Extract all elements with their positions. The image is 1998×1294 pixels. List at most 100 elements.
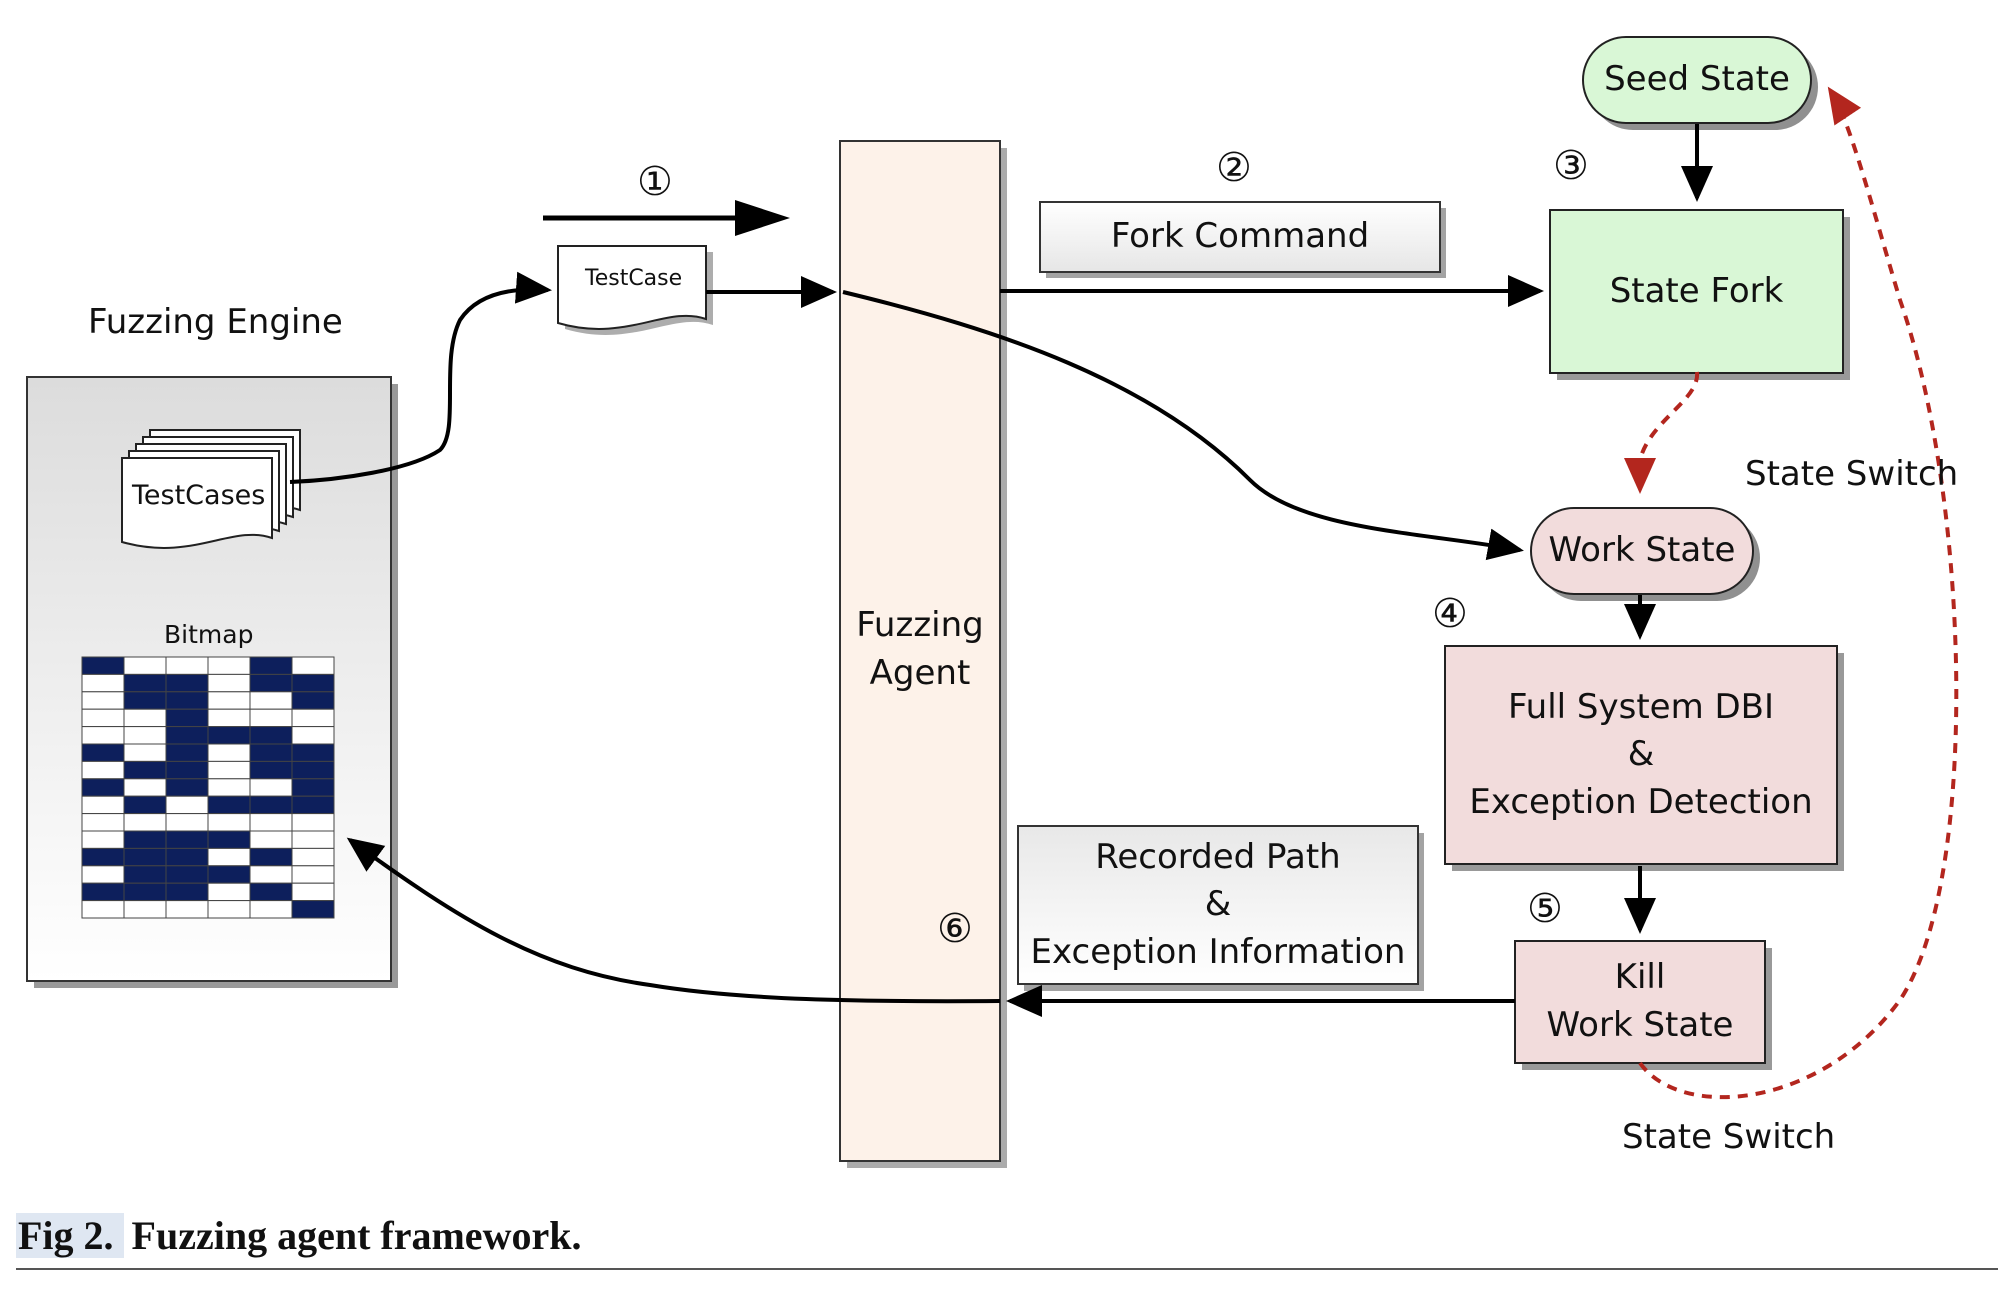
fuzzing-engine-label: Fuzzing Engine [88, 302, 343, 342]
recorded-line2: & [1204, 884, 1232, 925]
bitmap-cell [207, 865, 251, 884]
bitmap-cell [123, 847, 167, 867]
bitmap-cell [207, 900, 251, 919]
bitmap-cell [123, 865, 167, 884]
fork-command-box [1039, 201, 1446, 278]
bitmap-label: Bitmap [164, 620, 254, 649]
fork-command-label: Fork Command [1110, 216, 1370, 257]
bitmap-cell [207, 760, 251, 780]
bitmap-cell [123, 673, 167, 693]
bitmap-cell [249, 795, 293, 815]
bitmap-cell [81, 691, 125, 710]
testcases-stack-icon [121, 429, 301, 549]
bitmap-cell [249, 847, 293, 867]
bitmap-cell [291, 743, 335, 762]
bitmap-cell [81, 673, 125, 693]
step-3-marker: ③ [1553, 143, 1589, 189]
bitmap-cell [81, 708, 125, 728]
bitmap-cell [81, 830, 125, 849]
bitmap-cell [207, 691, 251, 710]
bitmap-cell [207, 708, 251, 728]
seed-state-node [1582, 36, 1818, 130]
bitmap-cell [249, 673, 293, 693]
state-fork-label: State Fork [1609, 270, 1784, 311]
bitmap-cell [123, 882, 167, 902]
dbi-line2: & [1627, 734, 1655, 775]
figure-caption: Fig 2.Fuzzing agent framework. [16, 1212, 581, 1259]
bitmap-cell [123, 656, 167, 675]
state-switch-arrows [1624, 86, 1959, 1100]
testcases-label: TestCases [132, 480, 266, 511]
state-fork-node [1549, 209, 1850, 380]
dbi-line3: Exception Detection [1469, 781, 1813, 822]
fork-to-work-state-dashed-arrow [1624, 371, 1700, 494]
bitmap-cell [207, 847, 251, 867]
bitmap-cell [207, 656, 251, 675]
bitmap-cell [123, 691, 167, 710]
recorded-path-label: Recorded Path & Exception Information [1018, 826, 1418, 984]
bitmap-cell [207, 795, 251, 815]
bitmap-cell [123, 813, 167, 832]
kill-line1: Kill [1614, 957, 1666, 998]
figure-title: Fuzzing agent framework. [131, 1213, 582, 1258]
bitmap-cell [165, 847, 209, 867]
bitmap-cell [207, 830, 251, 849]
dbi-label: Full System DBI & Exception Detection [1445, 646, 1837, 864]
bitmap-cell [165, 691, 209, 710]
bitmap-cell [81, 882, 125, 902]
step-6-marker: ⑥ [937, 906, 973, 952]
bitmap-cell [165, 813, 209, 832]
bitmap-cell [165, 865, 209, 884]
bitmap-cell [207, 882, 251, 902]
bitmap-cell [291, 813, 335, 832]
bitmap-cell [291, 830, 335, 849]
dbi-node [1444, 645, 1844, 871]
fuzzing-agent-label: Fuzzing Agent [840, 600, 1000, 700]
state-switch-top-label: State Switch [1745, 454, 1959, 494]
bitmap-cell [291, 673, 335, 693]
bitmap-cell [207, 673, 251, 693]
fuzzing-agent-line1: Fuzzing [856, 605, 984, 646]
bitmap-grid [81, 656, 335, 919]
kill-work-state-label: Kill Work State [1515, 941, 1765, 1063]
bitmap-cell [165, 673, 209, 693]
bitmap-cell [123, 726, 167, 745]
testcase-document-icon [557, 245, 713, 335]
bitmap-cell [81, 900, 125, 919]
bitmap-cell [291, 882, 335, 902]
kill-line2: Work State [1546, 1005, 1734, 1045]
recorded-line3: Exception Information [1030, 931, 1406, 972]
bitmap-cell [165, 830, 209, 849]
step-5-marker: ⑤ [1527, 886, 1563, 932]
bitmap-cell [165, 708, 209, 728]
fuzzing-agent-column [839, 140, 1007, 1168]
recorded-line1: Recorded Path [1095, 836, 1341, 877]
bitmap-cell [165, 656, 209, 675]
bitmap-cell [291, 726, 335, 745]
bitmap-cell [249, 778, 293, 797]
kill-to-seed-dashed-arrow [1638, 86, 1959, 1100]
bitmap-cell [249, 900, 293, 919]
bitmap-cell [81, 847, 125, 867]
bitmap-cell [291, 900, 335, 919]
fuzzing-agent-line2: Agent [869, 653, 971, 693]
state-switch-bottom-label: State Switch [1622, 1117, 1836, 1157]
bitmap-cell [249, 830, 293, 849]
bitmap-cell [291, 778, 335, 797]
step-2-marker: ② [1216, 145, 1252, 191]
bitmap-cell [165, 795, 209, 815]
bitmap-cell [291, 795, 335, 815]
step-4-marker: ④ [1432, 591, 1468, 637]
bitmap-cell [123, 743, 167, 762]
bitmap-cell [291, 691, 335, 710]
bitmap-cell [81, 778, 125, 797]
bitmap-cell [249, 882, 293, 902]
bitmap-cell [165, 743, 209, 762]
bitmap-cell [207, 726, 251, 745]
bitmap-cell [165, 778, 209, 797]
bitmap-cell [81, 726, 125, 745]
bitmap-cell [165, 726, 209, 745]
kill-work-state-node [1514, 940, 1772, 1070]
bitmap-cell [291, 656, 335, 675]
bitmap-cell [81, 656, 125, 675]
